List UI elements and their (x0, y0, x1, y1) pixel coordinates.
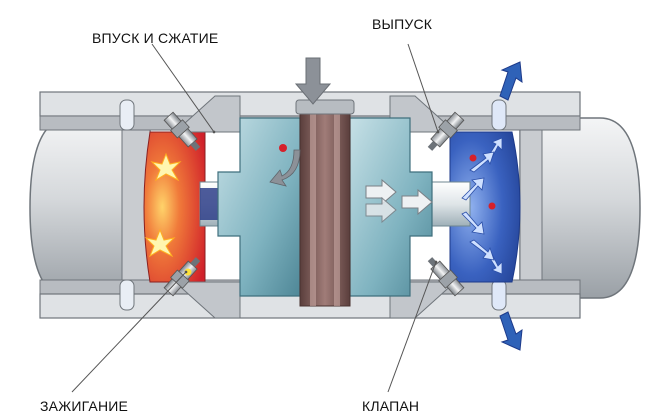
label-exhaust: ВЫПУСК (372, 16, 433, 32)
label-valve: КЛАПАН (362, 398, 420, 414)
rotation-arrow-icon (269, 149, 301, 187)
exhaust-chamber (449, 131, 521, 283)
spark-plug-icon (163, 111, 201, 151)
plug-housings (173, 95, 457, 319)
spark-icon (144, 228, 176, 258)
flow-arrow-icon (365, 178, 433, 224)
leader-lines (71, 43, 440, 393)
left-cylinder (29, 117, 151, 299)
intake-arrow-icon (294, 57, 332, 105)
particle-dot (488, 202, 496, 210)
label-intake-compression: ВПУСК И СЖАТИЕ (92, 30, 219, 46)
particle-dot (184, 268, 192, 276)
valve-icon (427, 111, 465, 151)
particle-dot (469, 154, 477, 162)
rotor (217, 99, 433, 307)
right-cylinder (519, 117, 641, 299)
exhaust-out-arrow-icon (499, 61, 523, 351)
exhaust-flow-icon (461, 137, 503, 275)
particle-dot (279, 144, 287, 152)
spark-icon (150, 152, 182, 182)
label-ignition: ЗАЖИГАНИЕ (40, 398, 129, 414)
